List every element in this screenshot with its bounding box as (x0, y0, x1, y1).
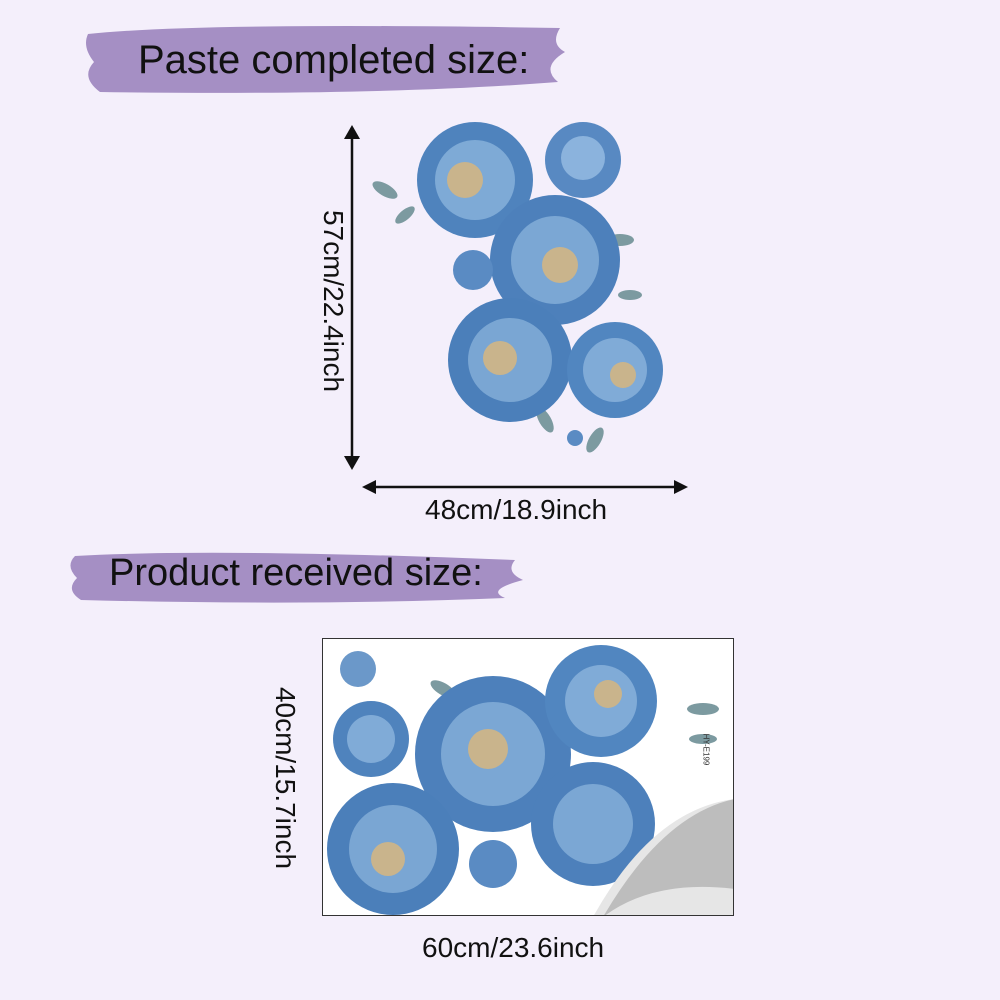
received-height-label: 40cm/15.7inch (270, 686, 301, 870)
received-size-title: Product received size: (109, 552, 483, 594)
product-code: HY-E199 (701, 733, 711, 766)
brush-stroke-background (70, 552, 524, 603)
received-width-label: 60cm/23.6inch (422, 932, 605, 963)
width-arrow (362, 480, 688, 494)
paste-size-banner: Paste completed size: (80, 22, 570, 98)
paste-size-title: Paste completed size: (138, 38, 530, 82)
height-arrow (344, 125, 360, 470)
product-sheet-image (322, 638, 734, 916)
brush-stroke-background (86, 26, 565, 93)
paste-width-label: 48cm/18.9inch (425, 494, 608, 525)
peony-sticker-sheet (327, 645, 733, 915)
received-size-banner: Product received size: (65, 548, 525, 604)
paste-height-label: 57cm/22.4inch (318, 209, 349, 393)
peony-cluster-image (372, 122, 663, 453)
